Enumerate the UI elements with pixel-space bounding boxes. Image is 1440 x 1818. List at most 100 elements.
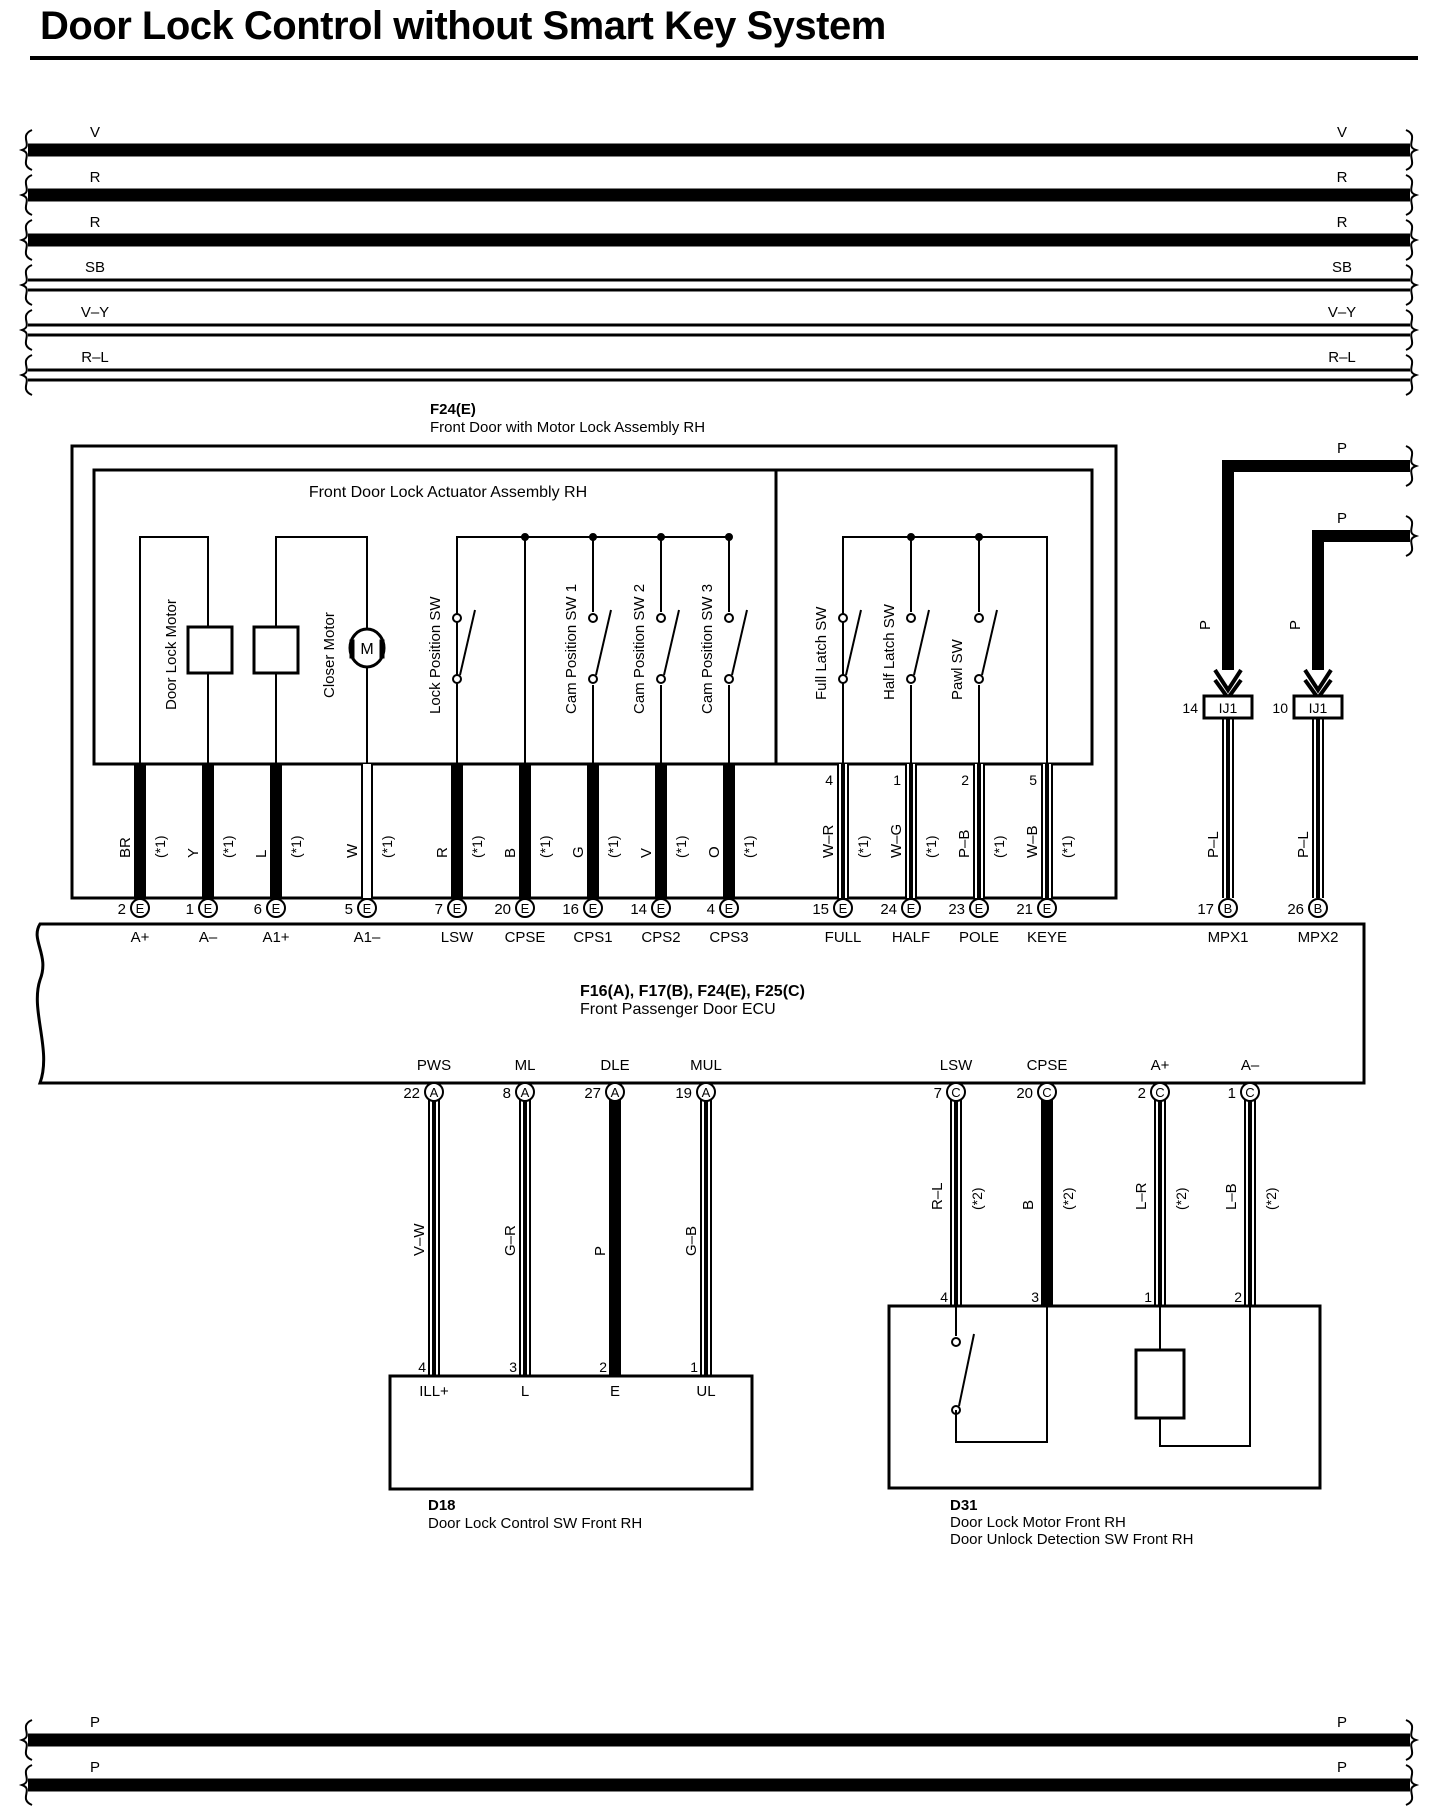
- ecu-bottom-term-1: ML: [515, 1057, 536, 1074]
- ecu-top-pin-13: 17: [1197, 901, 1214, 918]
- cam-position-sw-1-blade: [595, 609, 612, 676]
- d31-switch-blade: [958, 1333, 975, 1407]
- ecu-bottom-connector-5: [1037, 1082, 1057, 1102]
- ecu-top-wire-color-2: L: [253, 850, 270, 858]
- top-bus-brace-right-5: [1405, 354, 1420, 396]
- top-bus-label-left-1: R: [90, 169, 101, 186]
- ecu-top-note-3: (*1): [379, 835, 395, 858]
- ecu-top-lock-pin-10: 1: [893, 772, 901, 788]
- ecu-top-connector-12: [1037, 898, 1057, 918]
- ecu-top-pin-0: 2: [118, 901, 126, 918]
- ecu-top-note-1: (*1): [220, 835, 236, 858]
- ecu-top-connector-14: [1308, 898, 1328, 918]
- ecu-top-connector-12-letter: E: [1043, 901, 1052, 916]
- lock-position-sw-contact-bottom: [452, 674, 462, 684]
- ecu-top-connector-5: [515, 898, 535, 918]
- mpx-splice-label-0: IJ1: [1219, 700, 1238, 716]
- pawl-sw-contact-bottom: [974, 674, 984, 684]
- bottom-bus-label-right-0: P: [1337, 1714, 1347, 1731]
- ecu-bottom-pin-7: 1: [1228, 1085, 1236, 1102]
- top-bus-brace-left-0: [18, 129, 33, 171]
- half-latch-sw-contact-top: [906, 613, 916, 623]
- top-bus-label-left-5: R–L: [81, 349, 109, 366]
- mpx-feed-0: [1222, 460, 1410, 670]
- ecu-top-term-11: POLE: [959, 929, 999, 946]
- full-latch-sw-contact-top: [838, 613, 848, 623]
- ecu-top-pin-8: 4: [707, 901, 715, 918]
- d31-name-1: Door Lock Motor Front RH: [950, 1514, 1126, 1531]
- door-lock-motor-coil: [186, 625, 234, 675]
- bottom-bus-brace-left-1: [18, 1764, 33, 1806]
- ecu-bottom-end-pin-0: 4: [418, 1359, 426, 1375]
- ecu-top-pin-11: 23: [948, 901, 965, 918]
- d31-box: [887, 1304, 1322, 1490]
- mpx-feed-brace-0: [1405, 445, 1420, 487]
- cam-position-sw-3-label: Cam Position SW 3: [699, 584, 716, 714]
- d18-terminal-3: UL: [696, 1383, 715, 1400]
- ecu-bottom-end-pin-4: 4: [940, 1289, 948, 1305]
- ecu-top-note-10: (*1): [923, 835, 939, 858]
- ecu-bottom-wire-color-4: R–L: [929, 1182, 946, 1210]
- ecu-bottom-note-7: (*2): [1263, 1187, 1279, 1210]
- ecu-codes: F16(A), F17(B), F24(E), F25(C): [580, 983, 805, 1000]
- ecu-bottom-term-0: PWS: [417, 1057, 451, 1074]
- ecu-top-note-6: (*1): [605, 835, 621, 858]
- ecu-bottom-connector-6-letter: C: [1155, 1085, 1164, 1100]
- ecu-top-connector-6-letter: E: [589, 901, 598, 916]
- top-bus-label-right-3: SB: [1332, 259, 1352, 276]
- ecu-top-term-3: A1–: [354, 929, 381, 946]
- ecu-top-wire-color-13: P–L: [1205, 831, 1222, 858]
- ecu-bottom-connector-3-letter: A: [702, 1085, 711, 1100]
- ecu-top-term-1: A–: [199, 929, 218, 946]
- ecu-top-wire-color-14: P–L: [1295, 831, 1312, 858]
- cam-position-sw-2-contact-top: [656, 613, 666, 623]
- mpx-arrow-1: [1303, 668, 1333, 694]
- ecu-top-term-2: A1+: [262, 929, 289, 946]
- mpx-splice-label-1: IJ1: [1309, 700, 1328, 716]
- full-latch-sw-contact-bottom: [838, 674, 848, 684]
- ecu-bottom-connector-1-letter: A: [521, 1085, 530, 1100]
- d31-switch-return: [955, 1306, 1048, 1443]
- ecu-bottom-term-2: DLE: [600, 1057, 629, 1074]
- ecu-bottom-connector-5-letter: C: [1042, 1085, 1051, 1100]
- ecu-top-wire-color-6: G: [570, 846, 587, 858]
- ecu-bottom-connector-7: [1240, 1082, 1260, 1102]
- ecu-top-term-8: CPS3: [709, 929, 748, 946]
- cam-position-sw-3-contact-bottom: [724, 674, 734, 684]
- ecu-top-connector-4-letter: E: [453, 901, 462, 916]
- ecu-top-term-14: MPX2: [1298, 929, 1339, 946]
- ecu-top-connector-9: [833, 898, 853, 918]
- top-bus-label-left-4: V–Y: [81, 304, 109, 321]
- ecu-top-connector-4: [447, 898, 467, 918]
- cam-position-sw-1-contact-top: [588, 613, 598, 623]
- ecu-box: [35, 922, 1366, 1085]
- d31-coil-return: [1159, 1306, 1251, 1447]
- ecu-bottom-pin-5: 20: [1016, 1085, 1033, 1102]
- mpx-splice-0: [1202, 694, 1254, 720]
- ecu-top-pin-14: 26: [1287, 901, 1304, 918]
- ecu-top-pin-5: 20: [494, 901, 511, 918]
- lock-assembly-code: F24(E): [430, 401, 476, 418]
- lock-position-sw-contact-top: [452, 613, 462, 623]
- half-latch-sw-blade: [913, 609, 930, 676]
- coil-2: [252, 625, 300, 675]
- door-lock-motor-label: Door Lock Motor: [163, 599, 180, 710]
- ecu-top-note-0: (*1): [152, 835, 168, 858]
- ecu-bottom-end-pin-3: 1: [690, 1359, 698, 1375]
- lock-assembly-name: Front Door with Motor Lock Assembly RH: [430, 419, 705, 436]
- top-bus-brace-left-2: [18, 219, 33, 261]
- ecu-top-connector-6: [583, 898, 603, 918]
- d31-motor-coil: [1134, 1348, 1186, 1420]
- bottom-bus-label-left-0: P: [90, 1714, 100, 1731]
- ecu-top-wire-color-12: W–B: [1024, 825, 1041, 858]
- ecu-top-term-0: A+: [131, 929, 150, 946]
- top-bus-brace-left-3: [18, 264, 33, 306]
- ecu-bottom-term-5: CPSE: [1027, 1057, 1068, 1074]
- ecu-top-wire-color-7: V: [638, 848, 655, 858]
- ecu-top-wire-color-5: B: [502, 848, 519, 858]
- d18-terminal-0: ILL+: [419, 1383, 449, 1400]
- ecu-bottom-wire-color-7: L–B: [1223, 1183, 1240, 1210]
- mpx-feed-label-vert-1: P: [1287, 620, 1304, 630]
- pawl-sw-blade: [981, 609, 998, 676]
